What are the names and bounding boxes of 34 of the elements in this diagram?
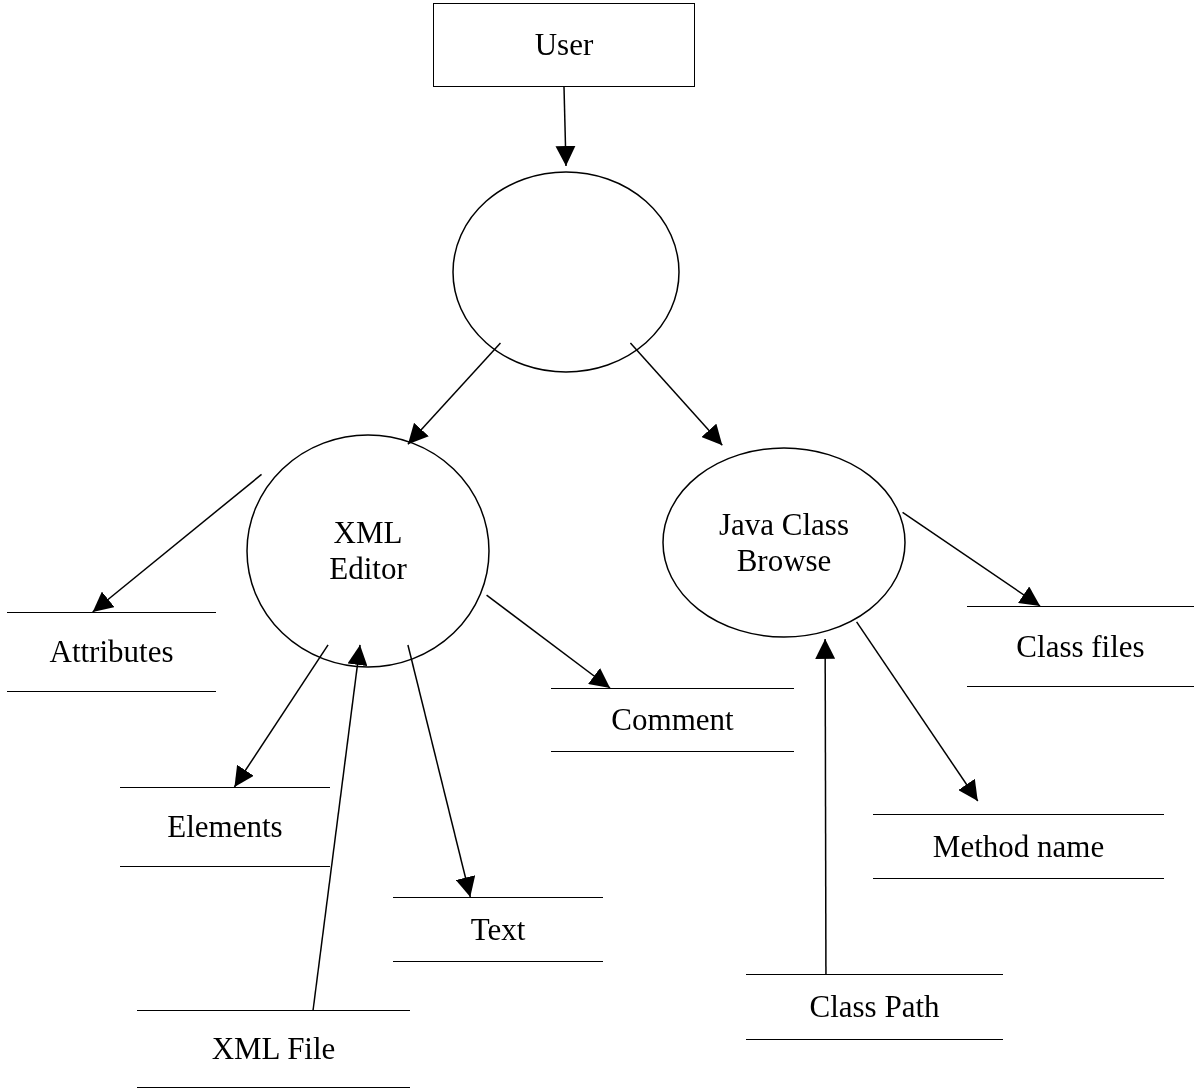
data-store bbox=[746, 974, 1003, 1040]
node-label: Text bbox=[470, 911, 526, 948]
process-circle bbox=[662, 447, 906, 638]
node-label: XML Editor bbox=[328, 515, 408, 587]
data-store bbox=[967, 606, 1194, 687]
arrow bbox=[407, 644, 476, 898]
data-store bbox=[120, 787, 330, 867]
data-store bbox=[7, 612, 216, 692]
data-store bbox=[873, 814, 1164, 879]
arrow bbox=[815, 638, 836, 975]
data-store bbox=[393, 897, 603, 962]
arrow bbox=[233, 644, 329, 788]
node-label: Attributes bbox=[49, 634, 174, 670]
arrow bbox=[555, 86, 576, 167]
node-label: Java Class Browse bbox=[718, 506, 850, 579]
node-label: XML File bbox=[211, 1031, 336, 1067]
process-circle bbox=[452, 171, 680, 373]
entity-box bbox=[433, 3, 695, 87]
data-store bbox=[137, 1010, 410, 1088]
node-label: Class files bbox=[1016, 628, 1145, 665]
arrow bbox=[407, 342, 502, 446]
node-label: Method name bbox=[932, 828, 1105, 865]
node-label: User bbox=[534, 27, 594, 63]
data-store bbox=[551, 688, 794, 752]
node-label: Comment bbox=[611, 702, 734, 738]
arrow bbox=[485, 594, 611, 689]
process-circle bbox=[246, 434, 490, 668]
arrow bbox=[91, 473, 263, 613]
arrow bbox=[855, 621, 979, 802]
node-label: Class Path bbox=[809, 989, 940, 1025]
arrow bbox=[629, 342, 724, 446]
arrow bbox=[312, 644, 368, 1011]
arrow bbox=[901, 511, 1041, 607]
node-label: Elements bbox=[167, 809, 283, 845]
